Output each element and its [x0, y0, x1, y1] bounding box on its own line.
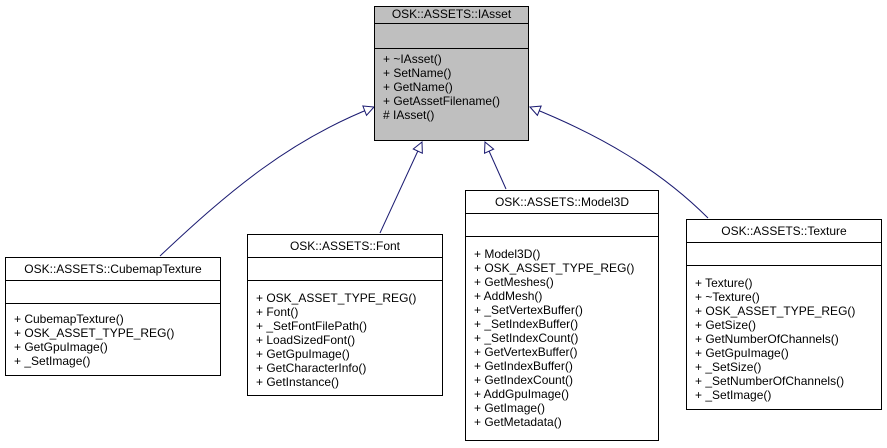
member-item: + _SetImage() — [695, 388, 772, 402]
member-item: + GetInstance() — [256, 375, 340, 389]
edge-font-to-iasset — [379, 142, 422, 234]
member-item: + GetCharacterInfo() — [256, 361, 367, 375]
member-item: + OSK_ASSET_TYPE_REG() — [256, 291, 417, 305]
class-box-font: OSK::ASSETS::Font + OSK_ASSET_TYPE_REG()… — [247, 234, 443, 396]
class-operations-texture: + Texture() + ~Texture() + OSK_ASSET_TYP… — [687, 266, 881, 402]
member-item: + GetNumberOfChannels() — [695, 332, 839, 346]
member-item: + GetIndexBuffer() — [474, 359, 573, 373]
member-item: + GetAssetFilename() — [383, 94, 501, 108]
member-item: + ~IAsset() — [383, 52, 442, 66]
member-item: + AddMesh() — [474, 289, 543, 303]
class-operations-font: + OSK_ASSET_TYPE_REG() + Font() + _SetFo… — [248, 281, 442, 389]
member-item: + _SetVertexBuffer() — [474, 303, 583, 317]
member-item: + _SetNumberOfChannels() — [695, 374, 845, 388]
member-item: + OSK_ASSET_TYPE_REG() — [474, 261, 635, 275]
member-item: + GetMetadata() — [474, 415, 562, 429]
member-item: + _SetIndexBuffer() — [474, 317, 579, 331]
member-item: # IAsset() — [383, 108, 435, 122]
member-item: + _SetSize() — [695, 360, 762, 374]
class-attributes-model3d — [466, 214, 658, 237]
member-item: + _SetImage() — [14, 354, 91, 368]
member-item: + GetGpuImage() — [695, 346, 789, 360]
member-item: + ~Texture() — [695, 290, 760, 304]
member-item: + GetSize() — [695, 318, 757, 332]
member-item: + _SetFontFilePath() — [256, 319, 368, 333]
class-attributes-iasset — [375, 24, 528, 49]
member-item: + CubemapTexture() — [14, 312, 124, 326]
member-item: + GetGpuImage() — [256, 347, 350, 361]
edge-texture-to-iasset — [530, 107, 709, 219]
edge-cubemap-to-iasset — [159, 107, 374, 257]
class-title-font: OSK::ASSETS::Font — [248, 235, 442, 258]
class-attributes-cubemaptexture — [6, 281, 220, 304]
member-item: + GetMeshes() — [474, 275, 554, 289]
member-item: + GetImage() — [474, 401, 546, 415]
member-item: + LoadSizedFont() — [256, 333, 356, 347]
class-box-model3d: OSK::ASSETS::Model3D + Model3D() + OSK_A… — [465, 190, 659, 441]
member-item: + Font() — [256, 305, 299, 319]
member-item: + Texture() — [695, 276, 753, 290]
edge-model3d-to-iasset — [485, 142, 507, 190]
member-item: + AddGpuImage() — [474, 387, 570, 401]
class-attributes-font — [248, 258, 442, 281]
member-item: + OSK_ASSET_TYPE_REG() — [14, 326, 175, 340]
class-title-cubemaptexture: OSK::ASSETS::CubemapTexture — [6, 258, 220, 281]
member-item: + GetVertexBuffer() — [474, 345, 578, 359]
class-title-model3d: OSK::ASSETS::Model3D — [466, 191, 658, 214]
member-item: + GetIndexCount() — [474, 373, 574, 387]
class-box-iasset: OSK::ASSETS::IAsset + ~IAsset() + SetNam… — [374, 6, 529, 141]
member-item: + SetName() — [383, 66, 452, 80]
class-operations-iasset: + ~IAsset() + SetName() + GetName() + Ge… — [375, 49, 528, 122]
member-item: + GetName() — [383, 80, 453, 94]
member-item: + GetGpuImage() — [14, 340, 108, 354]
member-item: + _SetIndexCount() — [474, 331, 579, 345]
class-box-cubemaptexture: OSK::ASSETS::CubemapTexture + CubemapTex… — [5, 257, 221, 376]
member-item: + OSK_ASSET_TYPE_REG() — [695, 304, 856, 318]
member-item: + Model3D() — [474, 247, 541, 261]
class-attributes-texture — [687, 243, 881, 266]
class-title-iasset: OSK::ASSETS::IAsset — [375, 7, 528, 24]
class-operations-cubemaptexture: + CubemapTexture() + OSK_ASSET_TYPE_REG(… — [6, 304, 220, 368]
class-operations-model3d: + Model3D() + OSK_ASSET_TYPE_REG() + Get… — [466, 237, 658, 429]
class-box-texture: OSK::ASSETS::Texture + Texture() + ~Text… — [686, 219, 882, 410]
class-title-texture: OSK::ASSETS::Texture — [687, 220, 881, 243]
